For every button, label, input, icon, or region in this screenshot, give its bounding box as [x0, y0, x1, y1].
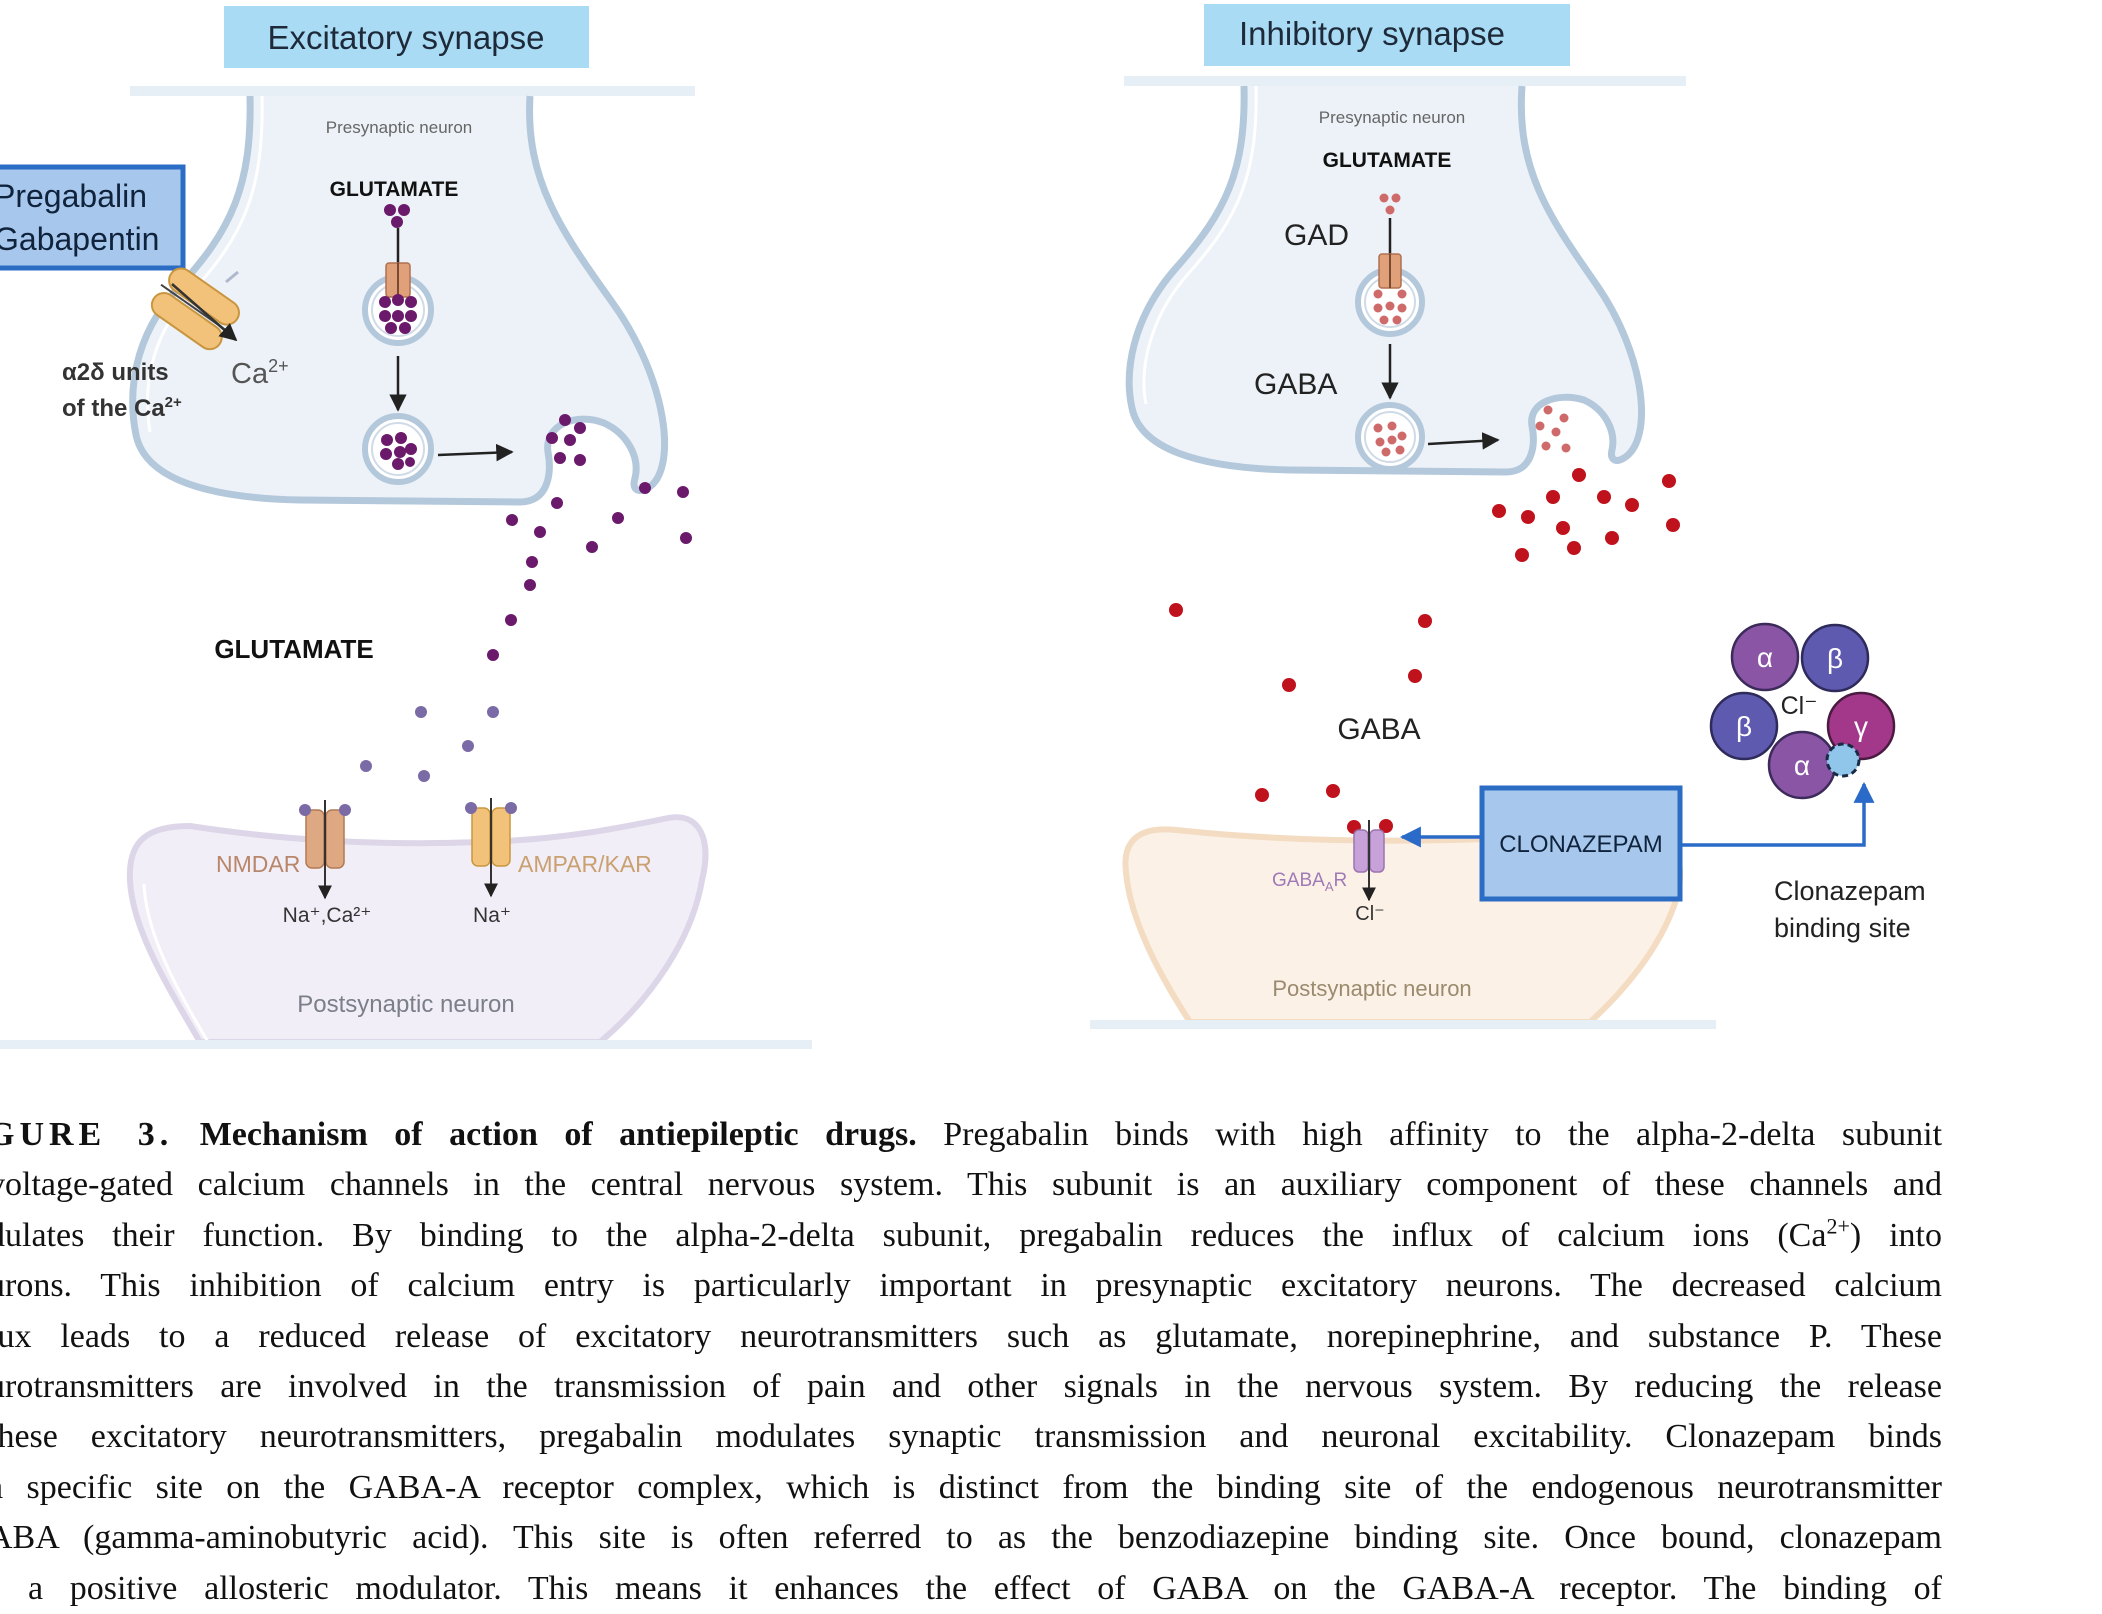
svg-text:γ: γ — [1854, 711, 1868, 742]
nmdar-label: NMDAR — [216, 851, 300, 877]
caption-line-2: voltage-gated calcium channels in the ce… — [0, 1166, 1942, 1204]
drug-label-gabapentin: Gabapentin — [0, 221, 159, 257]
gaba-cleft-label: GABA — [1337, 713, 1420, 746]
gad-label: GAD — [1284, 219, 1349, 252]
gabaa-receptor-label: GABAAR — [1272, 870, 1347, 894]
ampar-label: AMPAR/KAR — [518, 851, 652, 877]
svg-text:α: α — [1794, 750, 1810, 781]
subunit-alpha-top — [1730, 622, 1800, 692]
excitatory-postsynaptic-label: Postsynaptic neuron — [297, 991, 514, 1018]
caption-figure-label: GURE 3. — [0, 1116, 174, 1153]
figure-caption: GURE 3. Mechanism of action of antiepile… — [0, 1110, 1942, 1614]
excitatory-glutamate-top-label: GLUTAMATE — [330, 178, 459, 201]
alpha2delta-label-line2: of the Ca2+ — [62, 394, 182, 422]
pregabalin-gabapentin-box — [0, 164, 186, 271]
caption-line-9: ABA (gamma-aminobutyric acid). This site… — [0, 1519, 1942, 1557]
drug-label-pregabalin: Pregabalin — [0, 178, 147, 214]
alpha2delta-label-line1: α2δ units — [62, 359, 169, 386]
inhibitory-glutamate-top-label: GLUTAMATE — [1323, 149, 1452, 172]
excitatory-pre-membrane-line — [130, 86, 695, 96]
caption-title: Mechanism of action of antiepileptic dru… — [199, 1116, 917, 1153]
excitatory-vesicle-full — [362, 413, 434, 485]
ampar-ions-label: Na⁺ — [473, 904, 511, 927]
ampar-kar-receptor — [465, 798, 517, 876]
caption-text: Pregabalin binds with high affinity to t… — [943, 1116, 1943, 1153]
caption-line-6: urotransmitters are involved in the tran… — [0, 1367, 1942, 1405]
excitatory-post-membrane-line — [0, 1040, 812, 1049]
ca-ion-label: Ca2+ — [231, 356, 289, 390]
inhibitory-postsynaptic-label: Postsynaptic neuron — [1272, 976, 1471, 1001]
inhibitory-title-box — [1204, 4, 1570, 66]
alpha2delta-calcium-channel — [150, 267, 240, 351]
figure-3-diagram: Excitatory synapse Presynaptic neuron GL… — [0, 4, 1926, 1049]
inhibitory-panel: Inhibitory synapse Presynaptic neuron GL… — [1090, 4, 1926, 1029]
subunit-gamma — [1826, 691, 1896, 761]
inhibitory-pre-membrane-line — [1124, 76, 1686, 86]
svg-text:β: β — [1827, 643, 1843, 674]
gaba-cleft-dots — [1169, 468, 1680, 834]
clonazepam-box — [1479, 785, 1683, 902]
clonazepam-binding-site — [1825, 742, 1861, 778]
gabaa-subunit-complex: α β β γ α Cl⁻ — [1709, 622, 1896, 800]
inhibitory-vesicle-filling — [1355, 253, 1425, 337]
excitatory-title: Excitatory synapse — [268, 19, 545, 56]
cl-center-label: Cl⁻ — [1781, 692, 1818, 720]
excitatory-release-dots — [546, 414, 586, 466]
subunit-beta-top — [1800, 623, 1870, 693]
caption-line-4: urons. This inhibition of calcium entry … — [0, 1267, 1942, 1305]
excitatory-title-box — [224, 6, 589, 68]
svg-text:β: β — [1736, 711, 1752, 742]
caption-line-1: GURE 3. Mechanism of action of antiepile… — [0, 1110, 1942, 1160]
subunit-beta-left — [1709, 691, 1779, 761]
clonazepam-label: CLONAZEPAM — [1499, 831, 1663, 858]
caption-line-5: lux leads to a reduced release of excita… — [0, 1317, 1942, 1355]
inhibitory-post-membrane-line — [1090, 1020, 1716, 1029]
excitatory-presynaptic-label: Presynaptic neuron — [326, 118, 472, 137]
caption-line-8: a specific site on the GABA-A receptor c… — [0, 1468, 1942, 1506]
binding-site-label-line2: binding site — [1774, 913, 1911, 943]
gaba-vesicle-label: GABA — [1254, 368, 1337, 401]
excitatory-glutamate-precursor-dots — [384, 204, 410, 228]
excitatory-panel: Excitatory synapse Presynaptic neuron GL… — [0, 6, 812, 1049]
excitatory-glutamate-cleft-dots — [487, 482, 692, 661]
binding-site-label-line1: Clonazepam — [1774, 876, 1926, 906]
nmdar-receptor — [299, 800, 351, 878]
caption-line-3: dulates their function. By binding to th… — [0, 1213, 1942, 1254]
svg-text:α: α — [1757, 642, 1773, 673]
inhibitory-title: Inhibitory synapse — [1239, 15, 1505, 52]
nmdar-ions-label: Na⁺,Ca²⁺ — [283, 904, 372, 927]
inhibitory-glutamate-precursor-dots — [1379, 193, 1401, 215]
inhibitory-presynaptic-label: Presynaptic neuron — [1319, 108, 1465, 127]
caption-line-10: s a positive allosteric modulator. This … — [0, 1569, 1942, 1607]
gabaa-receptor — [1353, 820, 1385, 880]
inhibitory-release-dots — [1535, 405, 1571, 453]
caption-line-7: these excitatory neurotransmitters, preg… — [0, 1418, 1942, 1456]
inhibitory-vesicle-full — [1355, 402, 1425, 472]
excitatory-glutamate-cleft-label: GLUTAMATE — [214, 634, 373, 664]
excitatory-vesicle-filling — [362, 262, 434, 346]
cl-ion-label: Cl⁻ — [1355, 903, 1384, 925]
clonazepam-to-binding-site-arrow — [1680, 781, 1875, 847]
